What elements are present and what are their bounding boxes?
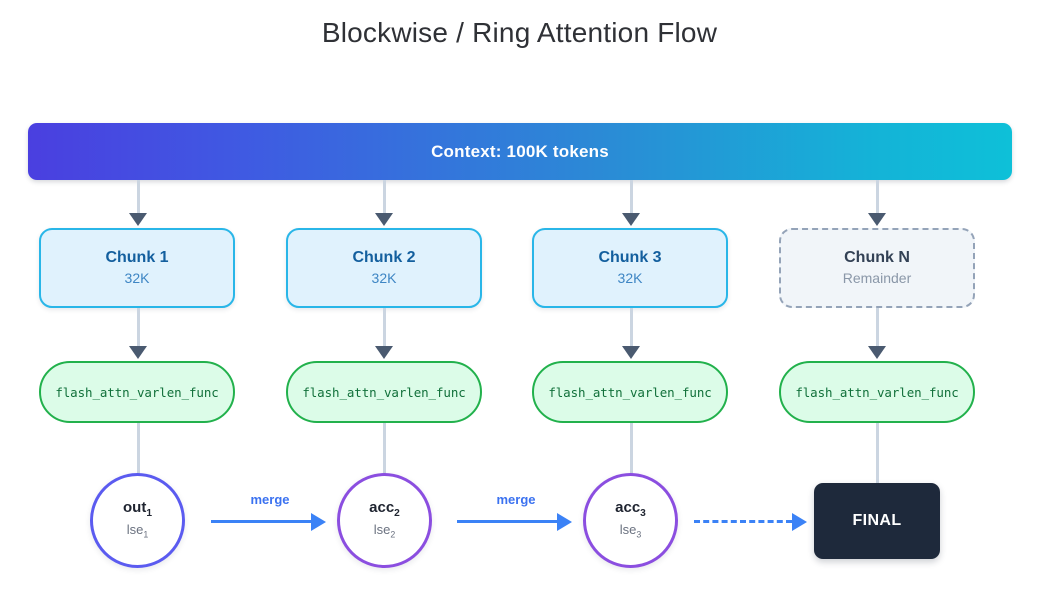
final-arrow-line xyxy=(694,520,792,523)
kernel-pill-1[interactable]: flash_attn_varlen_func xyxy=(39,361,235,423)
connector-line-kernel-final xyxy=(875,423,879,485)
connector-line-kernel-acc-1 xyxy=(136,423,140,475)
kernel-label: flash_attn_varlen_func xyxy=(302,384,466,400)
connector-line-chunk-kernel-3 xyxy=(629,308,633,348)
connector-arrowhead-banner-chunk-n xyxy=(868,213,886,226)
connector-line-chunk-kernel-1 xyxy=(136,308,140,348)
chunk-subtitle: 32K xyxy=(617,269,643,286)
context-banner: Context: 100K tokens xyxy=(28,123,1012,180)
kernel-label: flash_attn_varlen_func xyxy=(548,384,712,400)
kernel-label: flash_attn_varlen_func xyxy=(55,384,219,400)
connector-arrowhead-banner-chunk-1 xyxy=(129,213,147,226)
connector-arrowhead-chunk-kernel-1 xyxy=(129,346,147,359)
kernel-pill-3[interactable]: flash_attn_varlen_func xyxy=(532,361,728,423)
accumulator-lse: lse1 xyxy=(126,522,149,540)
chunk-box-2[interactable]: Chunk 2 32K xyxy=(286,228,482,308)
merge-arrow-head xyxy=(557,513,572,531)
final-output-label: FINAL xyxy=(852,512,902,529)
connector-arrowhead-chunk-kernel-3 xyxy=(622,346,640,359)
connector-line-chunk-kernel-n xyxy=(875,308,879,348)
kernel-label: flash_attn_varlen_func xyxy=(795,384,959,400)
connector-line-chunk-kernel-2 xyxy=(382,308,386,348)
accumulator-title: acc3 xyxy=(615,499,646,520)
chunk-title: Chunk 3 xyxy=(598,248,662,266)
chunk-subtitle: 32K xyxy=(124,269,150,286)
connector-arrowhead-chunk-kernel-n xyxy=(868,346,886,359)
accumulator-lse: lse2 xyxy=(373,522,396,540)
kernel-pill-n[interactable]: flash_attn_varlen_func xyxy=(779,361,975,423)
chunk-title: Chunk 1 xyxy=(105,248,169,266)
accumulator-lse: lse3 xyxy=(619,522,642,540)
chunk-subtitle: Remainder xyxy=(842,269,912,286)
kernel-pill-2[interactable]: flash_attn_varlen_func xyxy=(286,361,482,423)
merge-arrow-2: merge xyxy=(457,492,575,534)
merge-arrow-label: merge xyxy=(496,492,536,507)
context-banner-label: Context: 100K tokens xyxy=(431,141,609,161)
connector-line-banner-chunk-3 xyxy=(629,180,633,215)
connector-line-banner-chunk-2 xyxy=(382,180,386,215)
accumulator-title: acc2 xyxy=(369,499,400,520)
accumulator-circle-1[interactable]: out1 lse1 xyxy=(90,473,185,568)
final-arrow xyxy=(694,492,812,534)
connector-line-banner-chunk-1 xyxy=(136,180,140,215)
final-arrow-head xyxy=(792,513,807,531)
merge-arrow-line xyxy=(457,520,557,523)
connector-line-kernel-acc-2 xyxy=(382,423,386,475)
connector-arrowhead-chunk-kernel-2 xyxy=(375,346,393,359)
chunk-box-3[interactable]: Chunk 3 32K xyxy=(532,228,728,308)
chunk-subtitle: 32K xyxy=(371,269,397,286)
page-title: Blockwise / Ring Attention Flow xyxy=(321,17,718,48)
accumulator-circle-2[interactable]: acc2 lse2 xyxy=(337,473,432,568)
merge-arrow-1: merge xyxy=(211,492,329,534)
accumulator-title: out1 xyxy=(123,499,152,520)
connector-line-banner-chunk-n xyxy=(875,180,879,215)
merge-arrow-line xyxy=(211,520,311,523)
chunk-box-n[interactable]: Chunk N Remainder xyxy=(779,228,975,308)
chunk-box-1[interactable]: Chunk 1 32K xyxy=(39,228,235,308)
final-output-box[interactable]: FINAL xyxy=(814,483,940,559)
chunk-title: Chunk 2 xyxy=(352,248,416,266)
connector-line-kernel-acc-3 xyxy=(629,423,633,475)
connector-arrowhead-banner-chunk-2 xyxy=(375,213,393,226)
merge-arrow-label: merge xyxy=(250,492,290,507)
merge-arrow-head xyxy=(311,513,326,531)
chunk-title: Chunk N xyxy=(844,248,910,266)
accumulator-circle-3[interactable]: acc3 lse3 xyxy=(583,473,678,568)
connector-arrowhead-banner-chunk-3 xyxy=(622,213,640,226)
